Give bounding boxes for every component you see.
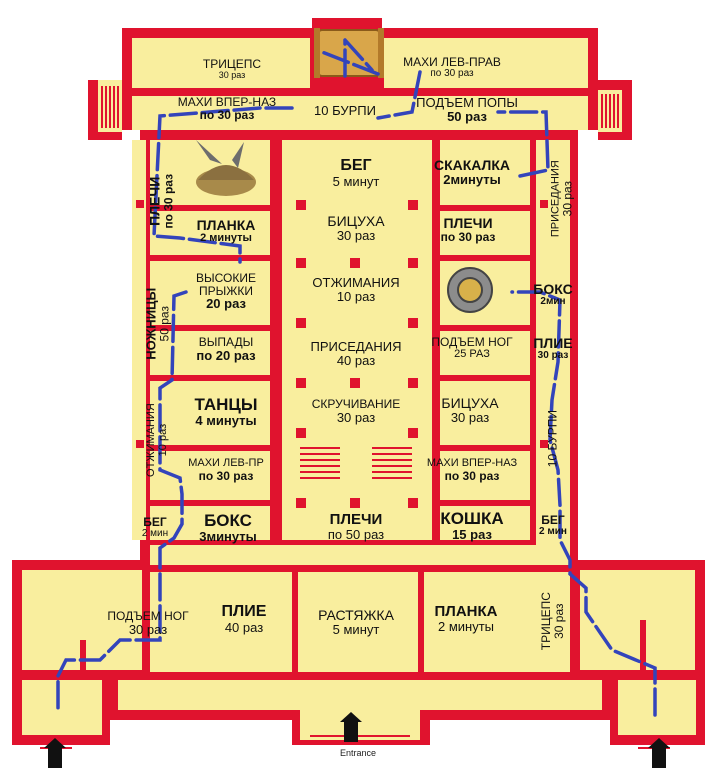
label-plie-bottom: ПЛИЕ 40 раз: [221, 603, 267, 635]
label-squats-right: ПРИСЕДАНИЯ 30 раз: [549, 160, 575, 238]
label-swing-lr: МАХИ ЛЕВ-ПРАВ по 30 раз: [403, 55, 501, 79]
stairs: [36, 86, 674, 749]
label-swing-fb-top: МАХИ ВПЕР-НАЗ по 30 раз: [177, 95, 277, 122]
label-swing-lr-left: МАХИ ЛЕВ-ПР по 30 раз: [188, 457, 264, 483]
label-shoulders-center: ПЛЕЧИ по 50 раз: [327, 511, 385, 542]
pillars: [136, 200, 548, 508]
winged-helmet-icon: [196, 140, 256, 196]
entrance-label: Entrance: [340, 748, 377, 758]
label-pushups-center: ОТЖИМАНИЯ 10 раз: [312, 275, 400, 304]
label-run-center: БЕГ 5 минут: [332, 157, 380, 189]
label-jump-rope: СКАКАЛКА 2минуты: [433, 157, 511, 187]
label-glute-raise: ПОДЪЕМ ПОПЫ 50 раз: [416, 95, 518, 124]
label-triceps-top: ТРИЦЕПС 30 раз: [202, 57, 262, 80]
label-box-left: БОКС 3минуты: [199, 511, 257, 544]
label-pushups-left: ОТЖИМАНИЯ 10 раз: [144, 403, 169, 477]
entrance-arrows: [44, 712, 670, 768]
label-burpees-top: 10 БУРПИ: [314, 103, 376, 118]
label-high-jumps: ВЫСОКИЕ ПРЫЖКИ 20 раз: [196, 271, 256, 312]
label-box-right: БОКС 2мин: [533, 281, 573, 307]
label-cat: КОШКА 15 раз: [440, 509, 504, 542]
route-path: [56, 38, 657, 717]
label-burpees-right: 10 БУРПИ: [545, 410, 560, 468]
label-biceps-right: БИЦУХА 30 раз: [441, 395, 499, 425]
scroll-icon: [314, 28, 384, 78]
label-biceps-center: БИЦУХА 30 раз: [327, 213, 385, 243]
label-run-right: БЕГ 2 мин: [539, 513, 567, 537]
label-dance: ТАНЦЫ 4 минуты: [194, 395, 258, 428]
label-plie-right: ПЛИЕ 30 раз: [533, 335, 573, 361]
label-lunges: ВЫПАДЫ по 20 раз: [196, 335, 256, 363]
label-shoulders-left: ПЛЕЧИ по 30 раз: [146, 173, 177, 229]
ring-icon: [447, 267, 493, 313]
label-leg-raise-bottom: ПОДЪЕМ НОГ 30 раз: [107, 609, 189, 637]
interior-walls: [80, 140, 646, 680]
floor-rooms: [22, 38, 696, 740]
label-leg-raise-right: ПОДЪЕМ НОГ 25 РАЗ: [431, 335, 513, 360]
label-scissors: НОЖНИЦЫ 50 раз: [143, 287, 172, 360]
label-twist-center: СКРУЧИВАНИЕ 30 раз: [311, 397, 401, 425]
label-stretch: РАСТЯЖКА 5 минут: [318, 607, 394, 637]
label-swing-fb-right: МАХИ ВПЕР-НАЗ по 30 раз: [426, 457, 518, 483]
label-triceps-bottom: ТРИЦЕПС 30 раз: [538, 592, 566, 651]
label-run-left: БЕГ 2 мин: [141, 515, 169, 539]
label-plank-bottom: ПЛАНКА 2 минуты: [434, 603, 498, 634]
label-shoulders-right: ПЛЕЧИ по 30 раз: [440, 215, 496, 244]
label-plank-left: ПЛАНКА 2 минуты: [196, 217, 256, 244]
label-squats-center: ПРИСЕДАНИЯ 40 раз: [310, 339, 402, 368]
